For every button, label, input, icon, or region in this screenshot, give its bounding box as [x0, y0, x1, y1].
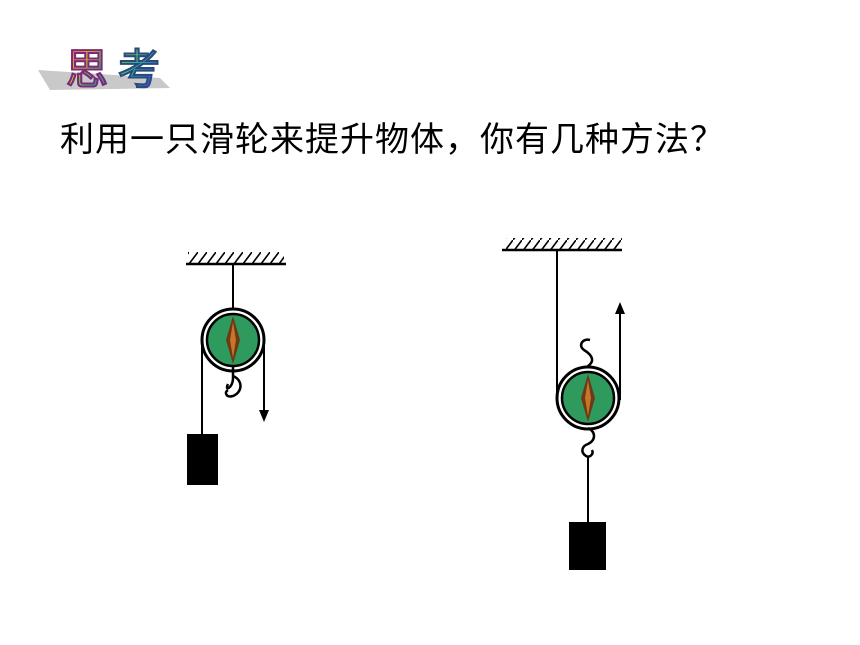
pull-arrow-down — [259, 410, 269, 422]
hook-left — [225, 366, 235, 390]
movable-pulley-diagram — [502, 238, 625, 570]
pull-arrow-up — [615, 302, 625, 314]
hook-bottom-right — [581, 426, 596, 458]
logo-char-1: 思 — [66, 45, 108, 94]
pulley-axle-right-hi — [585, 380, 591, 416]
fixed-pulley-diagram — [186, 252, 286, 485]
ceiling-hatch-right — [506, 238, 622, 250]
load-block-right — [569, 522, 606, 570]
logo-char-2: 考 — [118, 45, 160, 94]
logo-thinking: 思 考 — [38, 45, 170, 94]
load-block-left — [187, 434, 218, 485]
hook-top-right — [579, 338, 594, 368]
question-text: 利用一只滑轮来提升物体，你有几种方法？ — [60, 120, 725, 160]
pulley-axle-left-hi — [230, 322, 236, 358]
ceiling-hatch-left — [188, 252, 284, 264]
logo-shadow — [38, 70, 170, 90]
